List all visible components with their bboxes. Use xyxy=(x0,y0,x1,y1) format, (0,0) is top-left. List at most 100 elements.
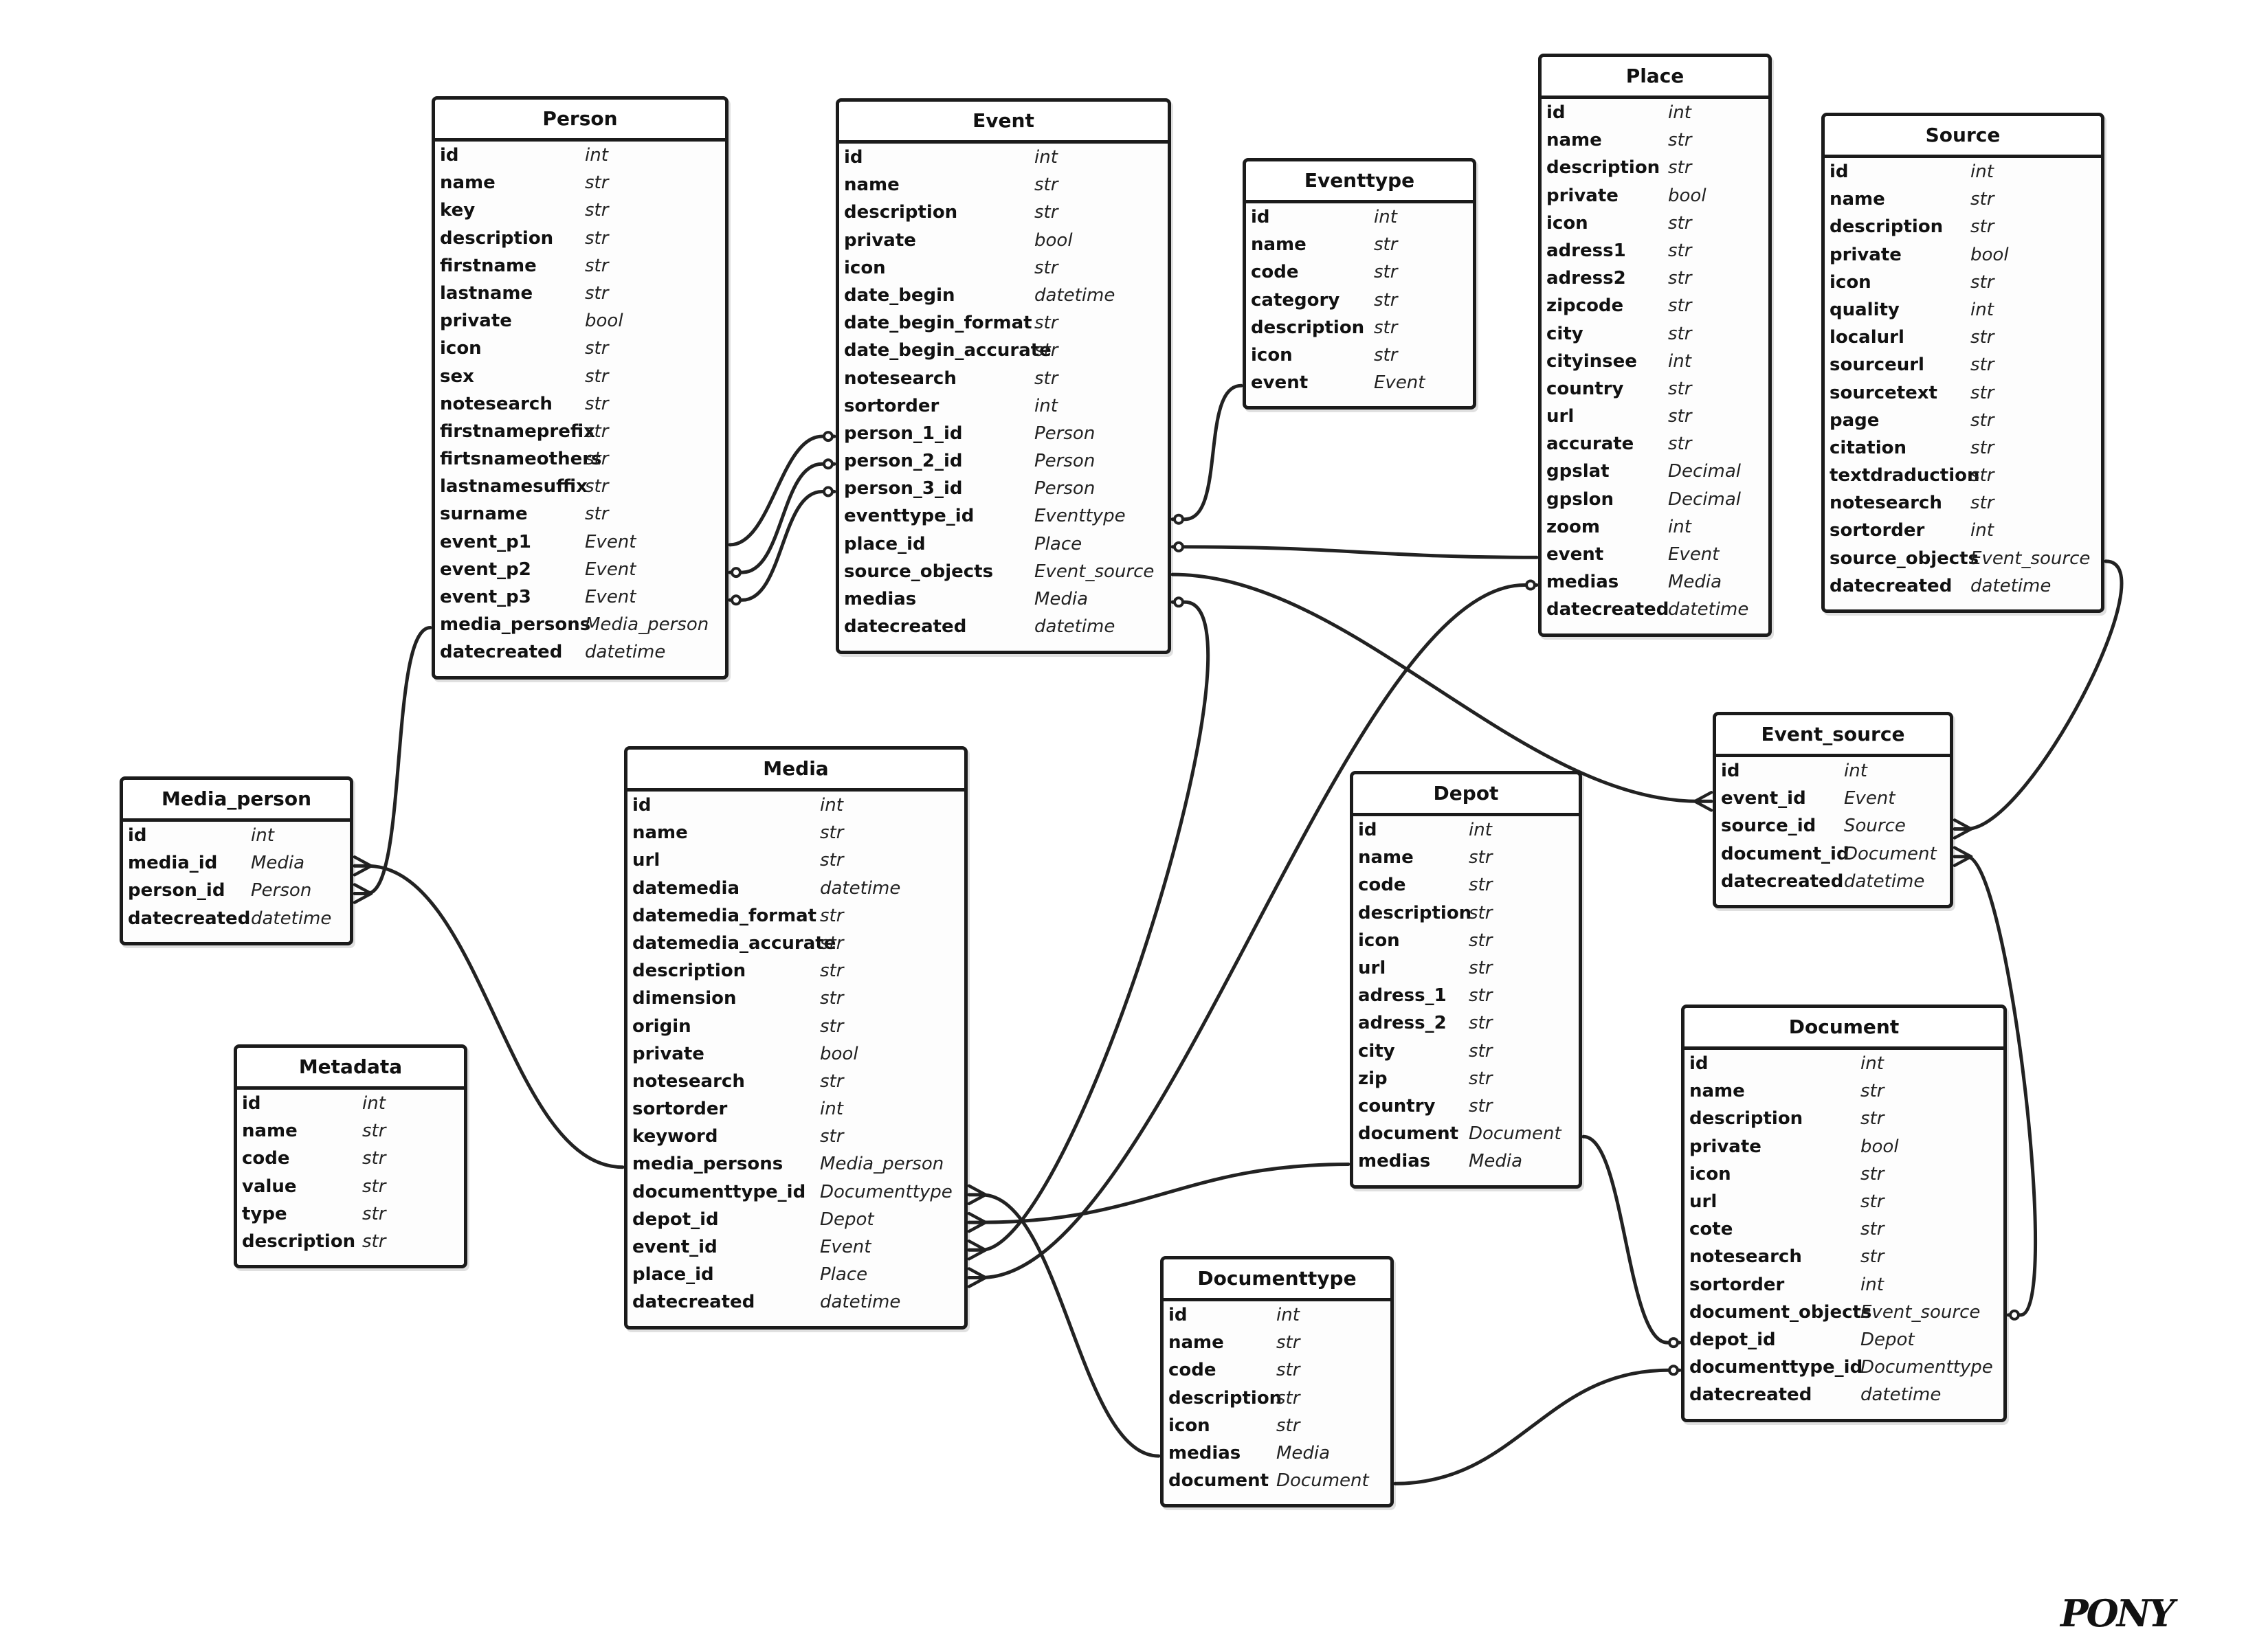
attribute-type: bool xyxy=(820,1043,858,1064)
attribute-type: Media xyxy=(1034,589,1089,609)
attribute-name: document xyxy=(1168,1470,1269,1492)
attribute-name: media_persons xyxy=(440,614,591,636)
attribute-type: int xyxy=(1276,1305,1300,1325)
crow-foot-marker xyxy=(967,1248,988,1261)
attribute-name: datemedia_accurate xyxy=(632,932,836,954)
attribute-name: documenttype_id xyxy=(632,1181,806,1202)
attribute-type: Event xyxy=(820,1237,871,1257)
attribute-type: str xyxy=(1668,157,1692,179)
attribute-type: int xyxy=(820,795,843,816)
attribute-type: str xyxy=(1668,406,1692,427)
attribute-type: str xyxy=(1034,202,1058,223)
attribute-type: Media xyxy=(251,853,305,874)
attribute-type: str xyxy=(1469,985,1493,1007)
attribute-name: description xyxy=(1251,317,1365,338)
attribute-type: str xyxy=(1668,240,1692,261)
attribute-type: Person xyxy=(1034,423,1096,444)
relationship-line xyxy=(1581,1134,1682,1345)
attribute-name: private xyxy=(1546,185,1619,206)
attribute-type: str xyxy=(820,1070,844,1092)
attribute-type: str xyxy=(585,420,609,442)
attribute-type: str xyxy=(1374,234,1398,256)
attribute-name: notesearch xyxy=(440,393,553,414)
entity-title: Document xyxy=(1685,1008,2003,1050)
attribute-name: gpslat xyxy=(1546,461,1610,482)
attribute-type: str xyxy=(1469,1068,1493,1089)
attribute-name: place_id xyxy=(844,533,926,554)
attribute-type: str xyxy=(1034,257,1058,278)
attribute-name: adress_2 xyxy=(1358,1013,1447,1034)
relationship-line xyxy=(353,626,432,895)
attribute-type: str xyxy=(1469,902,1493,923)
attribute-type: Document xyxy=(1844,843,1937,864)
relationship-line xyxy=(967,1193,1161,1458)
attribute-type: str xyxy=(820,1016,844,1037)
attribute-name: zip xyxy=(1358,1068,1388,1089)
attribute-name: quality xyxy=(1830,299,1900,320)
attribute-row: date_begin datetime xyxy=(839,282,1168,309)
attribute-type: datetime xyxy=(1034,284,1115,306)
attribute-type: datetime xyxy=(820,1292,901,1313)
crow-foot-marker xyxy=(1953,846,1973,858)
attribute-name: id xyxy=(632,795,652,816)
attribute-type: str xyxy=(1469,875,1493,896)
attribute-type: Depot xyxy=(820,1209,874,1230)
attribute-type: str xyxy=(1860,1081,1885,1102)
attribute-name: date_begin xyxy=(844,284,955,306)
attribute-type: str xyxy=(1668,434,1692,455)
attribute-name: depot_id xyxy=(1689,1329,1776,1350)
attribute-type: str xyxy=(1668,378,1692,399)
attribute-type: bool xyxy=(1034,229,1073,251)
attribute-type: str xyxy=(585,338,609,359)
attribute-name: documenttype_id xyxy=(1689,1357,1863,1378)
attribute-name: source_id xyxy=(1721,816,1816,837)
attribute-name: document xyxy=(1358,1123,1459,1145)
attribute-name: adress_1 xyxy=(1358,985,1447,1007)
attribute-name: id xyxy=(1251,207,1270,227)
attribute-name: event_p1 xyxy=(440,531,531,552)
attribute-type: str xyxy=(820,905,844,926)
attribute-name: description xyxy=(1168,1387,1282,1409)
attribute-name: person_2_id xyxy=(844,451,963,472)
attribute-name: event xyxy=(1251,372,1309,394)
attribute-type: int xyxy=(1668,350,1691,372)
attribute-type: str xyxy=(1860,1163,1885,1185)
